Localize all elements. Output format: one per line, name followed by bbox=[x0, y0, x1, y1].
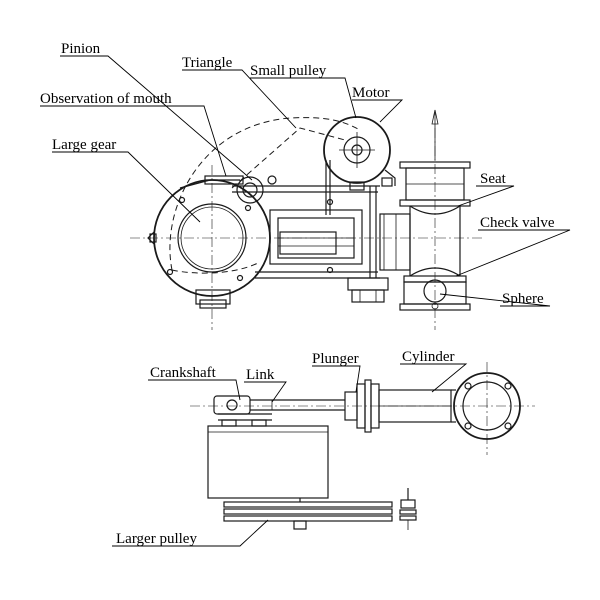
belt-dashed-path bbox=[231, 127, 346, 189]
leader-lines bbox=[40, 55, 571, 547]
label-seat: Seat bbox=[480, 171, 507, 187]
large-gear-dashed-outline bbox=[169, 117, 361, 271]
large-gear-dashed-lower bbox=[171, 261, 261, 274]
gearbox-body bbox=[207, 425, 329, 499]
label-larger-pulley: Larger pulley bbox=[116, 531, 197, 547]
motor bbox=[323, 116, 396, 191]
large-gear bbox=[147, 179, 271, 309]
crosshead-box bbox=[269, 198, 363, 274]
label-pinion: Pinion bbox=[61, 41, 101, 57]
larger-pulley bbox=[223, 498, 393, 530]
check-valve-body bbox=[379, 161, 471, 283]
label-small-pulley: Small pulley bbox=[250, 63, 327, 79]
label-check-valve: Check valve bbox=[480, 215, 555, 231]
label-large-gear: Large gear bbox=[52, 137, 116, 153]
label-link: Link bbox=[246, 367, 275, 383]
crankshaft bbox=[213, 395, 272, 427]
label-triangle: Triangle bbox=[182, 55, 233, 71]
label-plunger: Plunger bbox=[312, 351, 359, 367]
housing-frame bbox=[179, 175, 380, 279]
text-labels: Pinion Triangle Small pulley Observation… bbox=[40, 41, 555, 547]
label-cylinder: Cylinder bbox=[402, 349, 455, 365]
small-drive bbox=[399, 488, 417, 530]
label-sphere: Sphere bbox=[502, 291, 544, 307]
second-foot bbox=[347, 277, 389, 303]
label-observation-mouth: Observation of mouth bbox=[40, 91, 172, 107]
bottom-view bbox=[190, 362, 535, 530]
label-crankshaft: Crankshaft bbox=[150, 365, 217, 381]
top-view bbox=[130, 109, 485, 330]
pinion bbox=[236, 175, 277, 204]
sphere bbox=[399, 279, 471, 311]
link bbox=[250, 399, 345, 411]
label-motor: Motor bbox=[352, 85, 390, 101]
